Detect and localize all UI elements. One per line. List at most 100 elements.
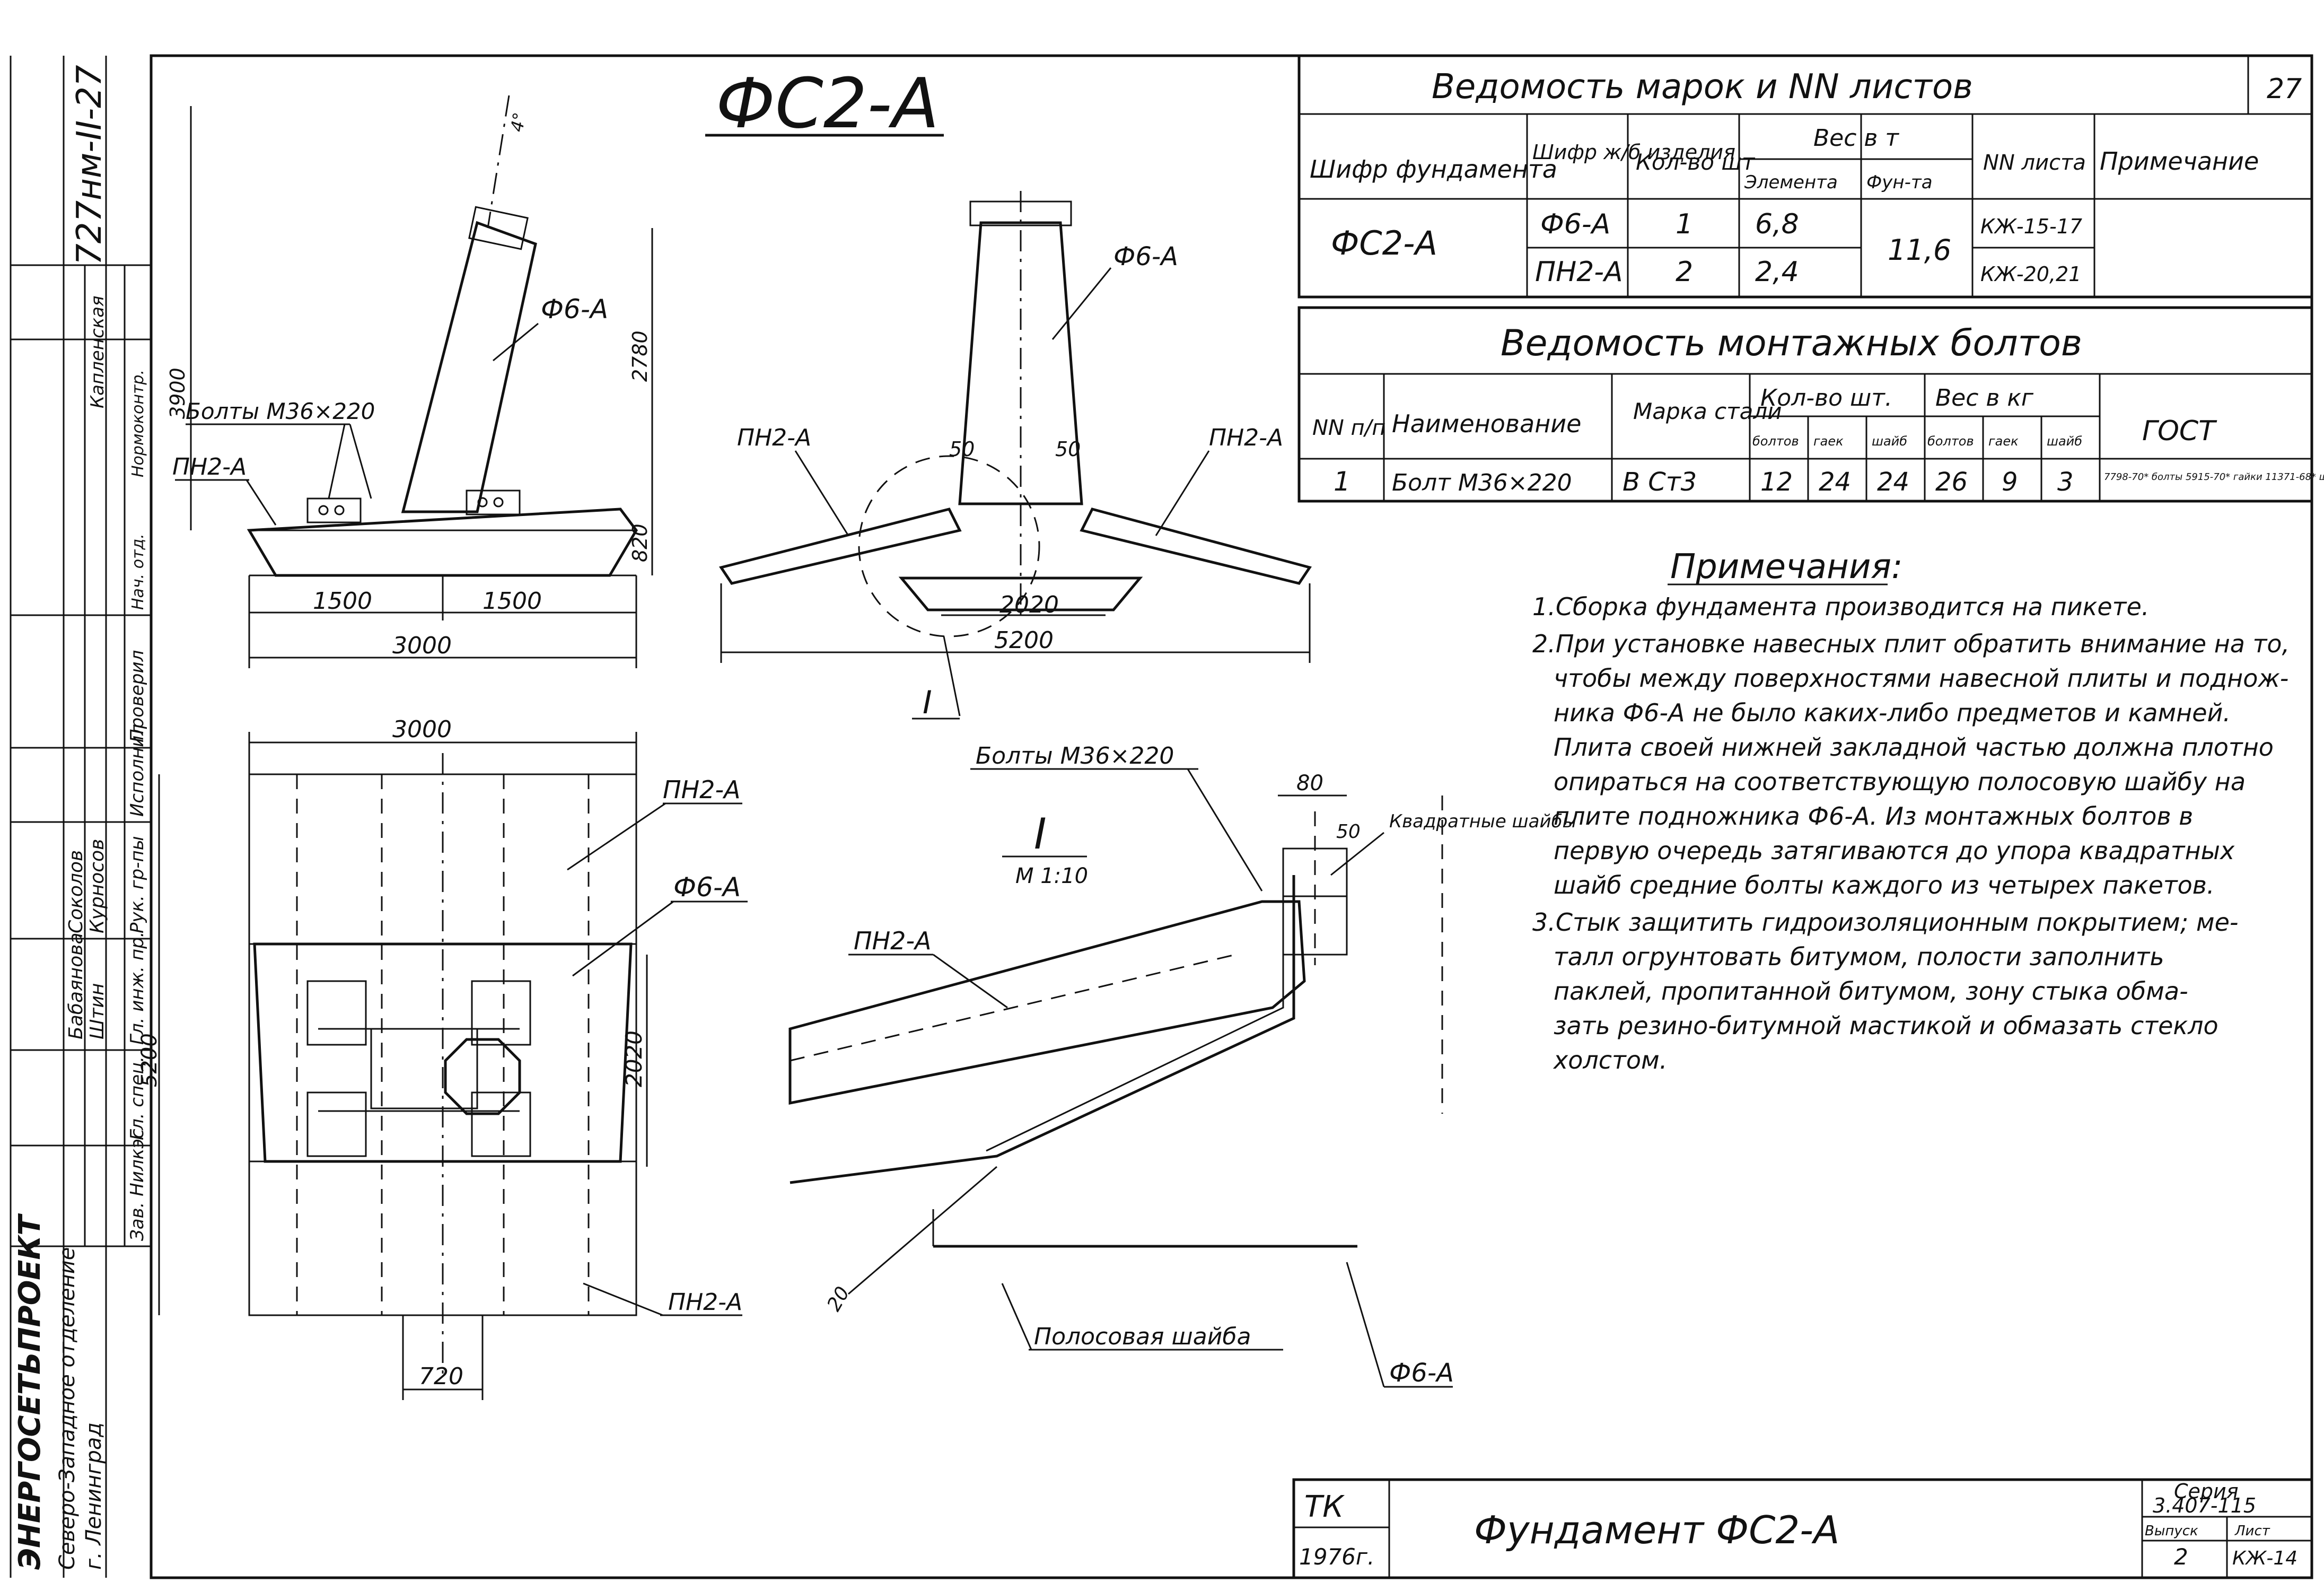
detail-circle: [858, 455, 1040, 637]
tb-tk: ТК: [1304, 1490, 1345, 1524]
bolts-row0-nuts: 24: [1819, 467, 1851, 497]
side-bolt-block-right: [466, 489, 521, 515]
tb-year: 1976г.: [1299, 1544, 1374, 1570]
note-line-0: 1.Сборка фундамента производится на пике…: [1532, 592, 2149, 621]
plan-bolt-group-br: [471, 1091, 531, 1157]
bolts-row0-gost: 7798-70* болты 5915-70* гайки 11371-68* …: [2104, 471, 2324, 483]
bolts-table: Ведомость монтажных болтов NN п/п Наимен…: [1297, 306, 2324, 503]
note-line-9: 3.Стык защитить гидроизоляционным покрыт…: [1532, 908, 2238, 937]
bolts-table-title: Ведомость монтажных болтов: [1501, 322, 2082, 364]
detail-view: I М 1:10 Болты М36×220 Квадратные шайбы …: [788, 742, 1576, 1388]
stamp-branch: Северо-Западное отделение: [55, 1247, 80, 1570]
dim-50-b: 50: [1055, 438, 1081, 461]
label-pn2a-detail: ПН2-А: [854, 926, 932, 955]
stamp-name-1: Штин: [86, 983, 108, 1039]
marks-row1-weight: 2,4: [1755, 256, 1799, 288]
stamp-org: ЭНЕРГОСЕТЬПРОЕКТ: [13, 1213, 47, 1570]
detail-plate: [788, 900, 1306, 1105]
marks-h-sheet: NN листа: [1983, 151, 2086, 175]
dim-3000-a: 3000: [392, 632, 452, 659]
stamp-code: 727нм-II-27: [70, 65, 109, 265]
section-mark: I: [923, 684, 932, 721]
side-stamp: 727нм-II-27 ЭНЕРГОСЕТЬПРОЕКТ Северо-Запа…: [11, 56, 151, 1578]
note-line-3: ника Ф6-А не было каких-либо предметов и…: [1554, 698, 2231, 727]
marks-h-weight-f: Фун-та: [1866, 172, 1933, 193]
marks-row0-qty: 1: [1676, 208, 1693, 240]
stamp-name-4: Капленская: [87, 295, 108, 408]
note-line-12: зать резино-битумной мастикой и обмазать…: [1554, 1011, 2218, 1040]
tb-sheet-label: Лист: [2234, 1523, 2270, 1539]
sheet-frame: [150, 54, 2313, 1579]
stamp-role-3: Рук. гр-пы: [127, 836, 148, 933]
dim-3900: 3900: [166, 368, 189, 419]
notes-title: Примечания:: [1670, 547, 1903, 587]
note-line-10: талл огрунтовать битумом, полости заполн…: [1554, 942, 2164, 971]
plan-bolt-group-tl: [306, 980, 367, 1046]
bolts-row0-nn: 1: [1334, 466, 1350, 497]
tb-name: Фундамент ФС2-А: [1474, 1508, 1839, 1552]
bolts-h-qty-nuts: гаек: [1813, 434, 1844, 449]
side-column-cap: [468, 206, 529, 250]
marks-row0-item: Ф6-А: [1540, 208, 1610, 240]
label-strip-washer: Полосовая шайба: [1034, 1323, 1251, 1350]
plan-bolt-group-tr: [471, 980, 531, 1046]
label-pn2a-plan-top: ПН2-А: [663, 775, 741, 804]
dim-2020-a: 2020: [999, 591, 1059, 618]
stamp-role-5: Проверил: [127, 650, 148, 742]
label-bolts-detail: Болты М36×220: [976, 742, 1174, 770]
stamp-role-6: Нач. отд.: [129, 534, 147, 610]
label-pn2a-front-r: ПН2-А: [1209, 424, 1283, 451]
label-bolts-side: Болты М36×220: [186, 398, 375, 424]
marks-h-weight: Вес в т: [1813, 125, 1899, 152]
marks-h-item: Шифр ж/б изделия: [1532, 141, 1735, 164]
detail-foot-profile: [790, 875, 1295, 1184]
dim-50-c: 50: [1336, 821, 1361, 843]
label-f6a-plan: Ф6-А: [673, 872, 741, 903]
plan-cap-octagon: [444, 1038, 521, 1115]
marks-h-weight-el: Элемента: [1744, 172, 1838, 193]
label-f6a-detail: Ф6-А: [1389, 1358, 1454, 1388]
side-bolt-block-left: [306, 497, 362, 523]
drawing-title: ФС2-А: [716, 63, 939, 144]
marks-row0-sheets: КЖ-15-17: [1980, 215, 2082, 238]
label-pn2a-plan-bottom: ПН2-А: [668, 1289, 742, 1316]
dim-2780: 2780: [628, 330, 652, 382]
note-line-6: плите подножника Ф6-А. Из монтажных болт…: [1554, 802, 2193, 831]
dim-4deg: 4°: [506, 111, 530, 133]
bolts-h-weight: Вес в кг: [1935, 384, 2034, 412]
marks-row1-sheets: КЖ-20,21: [1980, 263, 2081, 286]
front-slab: [898, 576, 1143, 611]
note-line-4: Плита своей нижней закладной частью долж…: [1554, 733, 2274, 762]
note-line-11: паклей, пропитанной битумом, зону стыка …: [1554, 977, 2188, 1006]
stamp-name-0: Курносов: [86, 839, 108, 933]
bolts-h-w-bolts: болтов: [1927, 434, 1974, 449]
bolts-row0-washers: 24: [1877, 467, 1909, 497]
dim-5200-a: 5200: [994, 627, 1054, 654]
label-f6a-front: Ф6-А: [1113, 242, 1178, 272]
front-elevation-view: 2020 5200 50 50 Ф6-А ПН2-А ПН2-А I: [718, 191, 1312, 721]
marks-h-note: Примечание: [2100, 147, 2259, 176]
bolts-row0-w-nuts: 9: [2002, 467, 2018, 497]
front-plate-left: [718, 508, 962, 585]
marks-row0-weight: 6,8: [1755, 208, 1799, 240]
marks-table: Ведомость марок и NN листов 27 Шифр фунд…: [1297, 54, 2313, 299]
bolts-h-name: Наименование: [1392, 409, 1581, 438]
tb-sheet: КЖ-14: [2232, 1548, 2297, 1569]
stamp-role-1: Гл. спец.: [127, 1056, 148, 1140]
stamp-role-4: Исполнил: [127, 724, 148, 817]
marks-row1-qty: 2: [1676, 256, 1693, 288]
dim-2020-b: 2020: [621, 1030, 647, 1087]
note-line-8: шайб средние болты каждого из четырех па…: [1554, 871, 2215, 899]
stamp-city: г. Ленинград: [82, 1422, 106, 1570]
marks-foundation: ФС2-А: [1331, 224, 1437, 263]
bolts-h-w-nuts: гаек: [1988, 434, 2019, 449]
note-line-2: чтобы между поверхностями навесной плиты…: [1554, 664, 2288, 693]
bolts-h-qty: Кол-во шт.: [1760, 384, 1892, 412]
stamp-role-2: Гл. инж. пр.: [127, 932, 148, 1045]
note-line-1: 2.При установке навесных плит обратить в…: [1532, 630, 2290, 658]
side-column: [401, 221, 537, 513]
bolts-h-qty-washers: шайб: [1872, 434, 1907, 449]
dim-80: 80: [1296, 771, 1323, 796]
bolts-row0-w-bolts: 26: [1935, 467, 1968, 497]
side-slab: [247, 508, 638, 577]
